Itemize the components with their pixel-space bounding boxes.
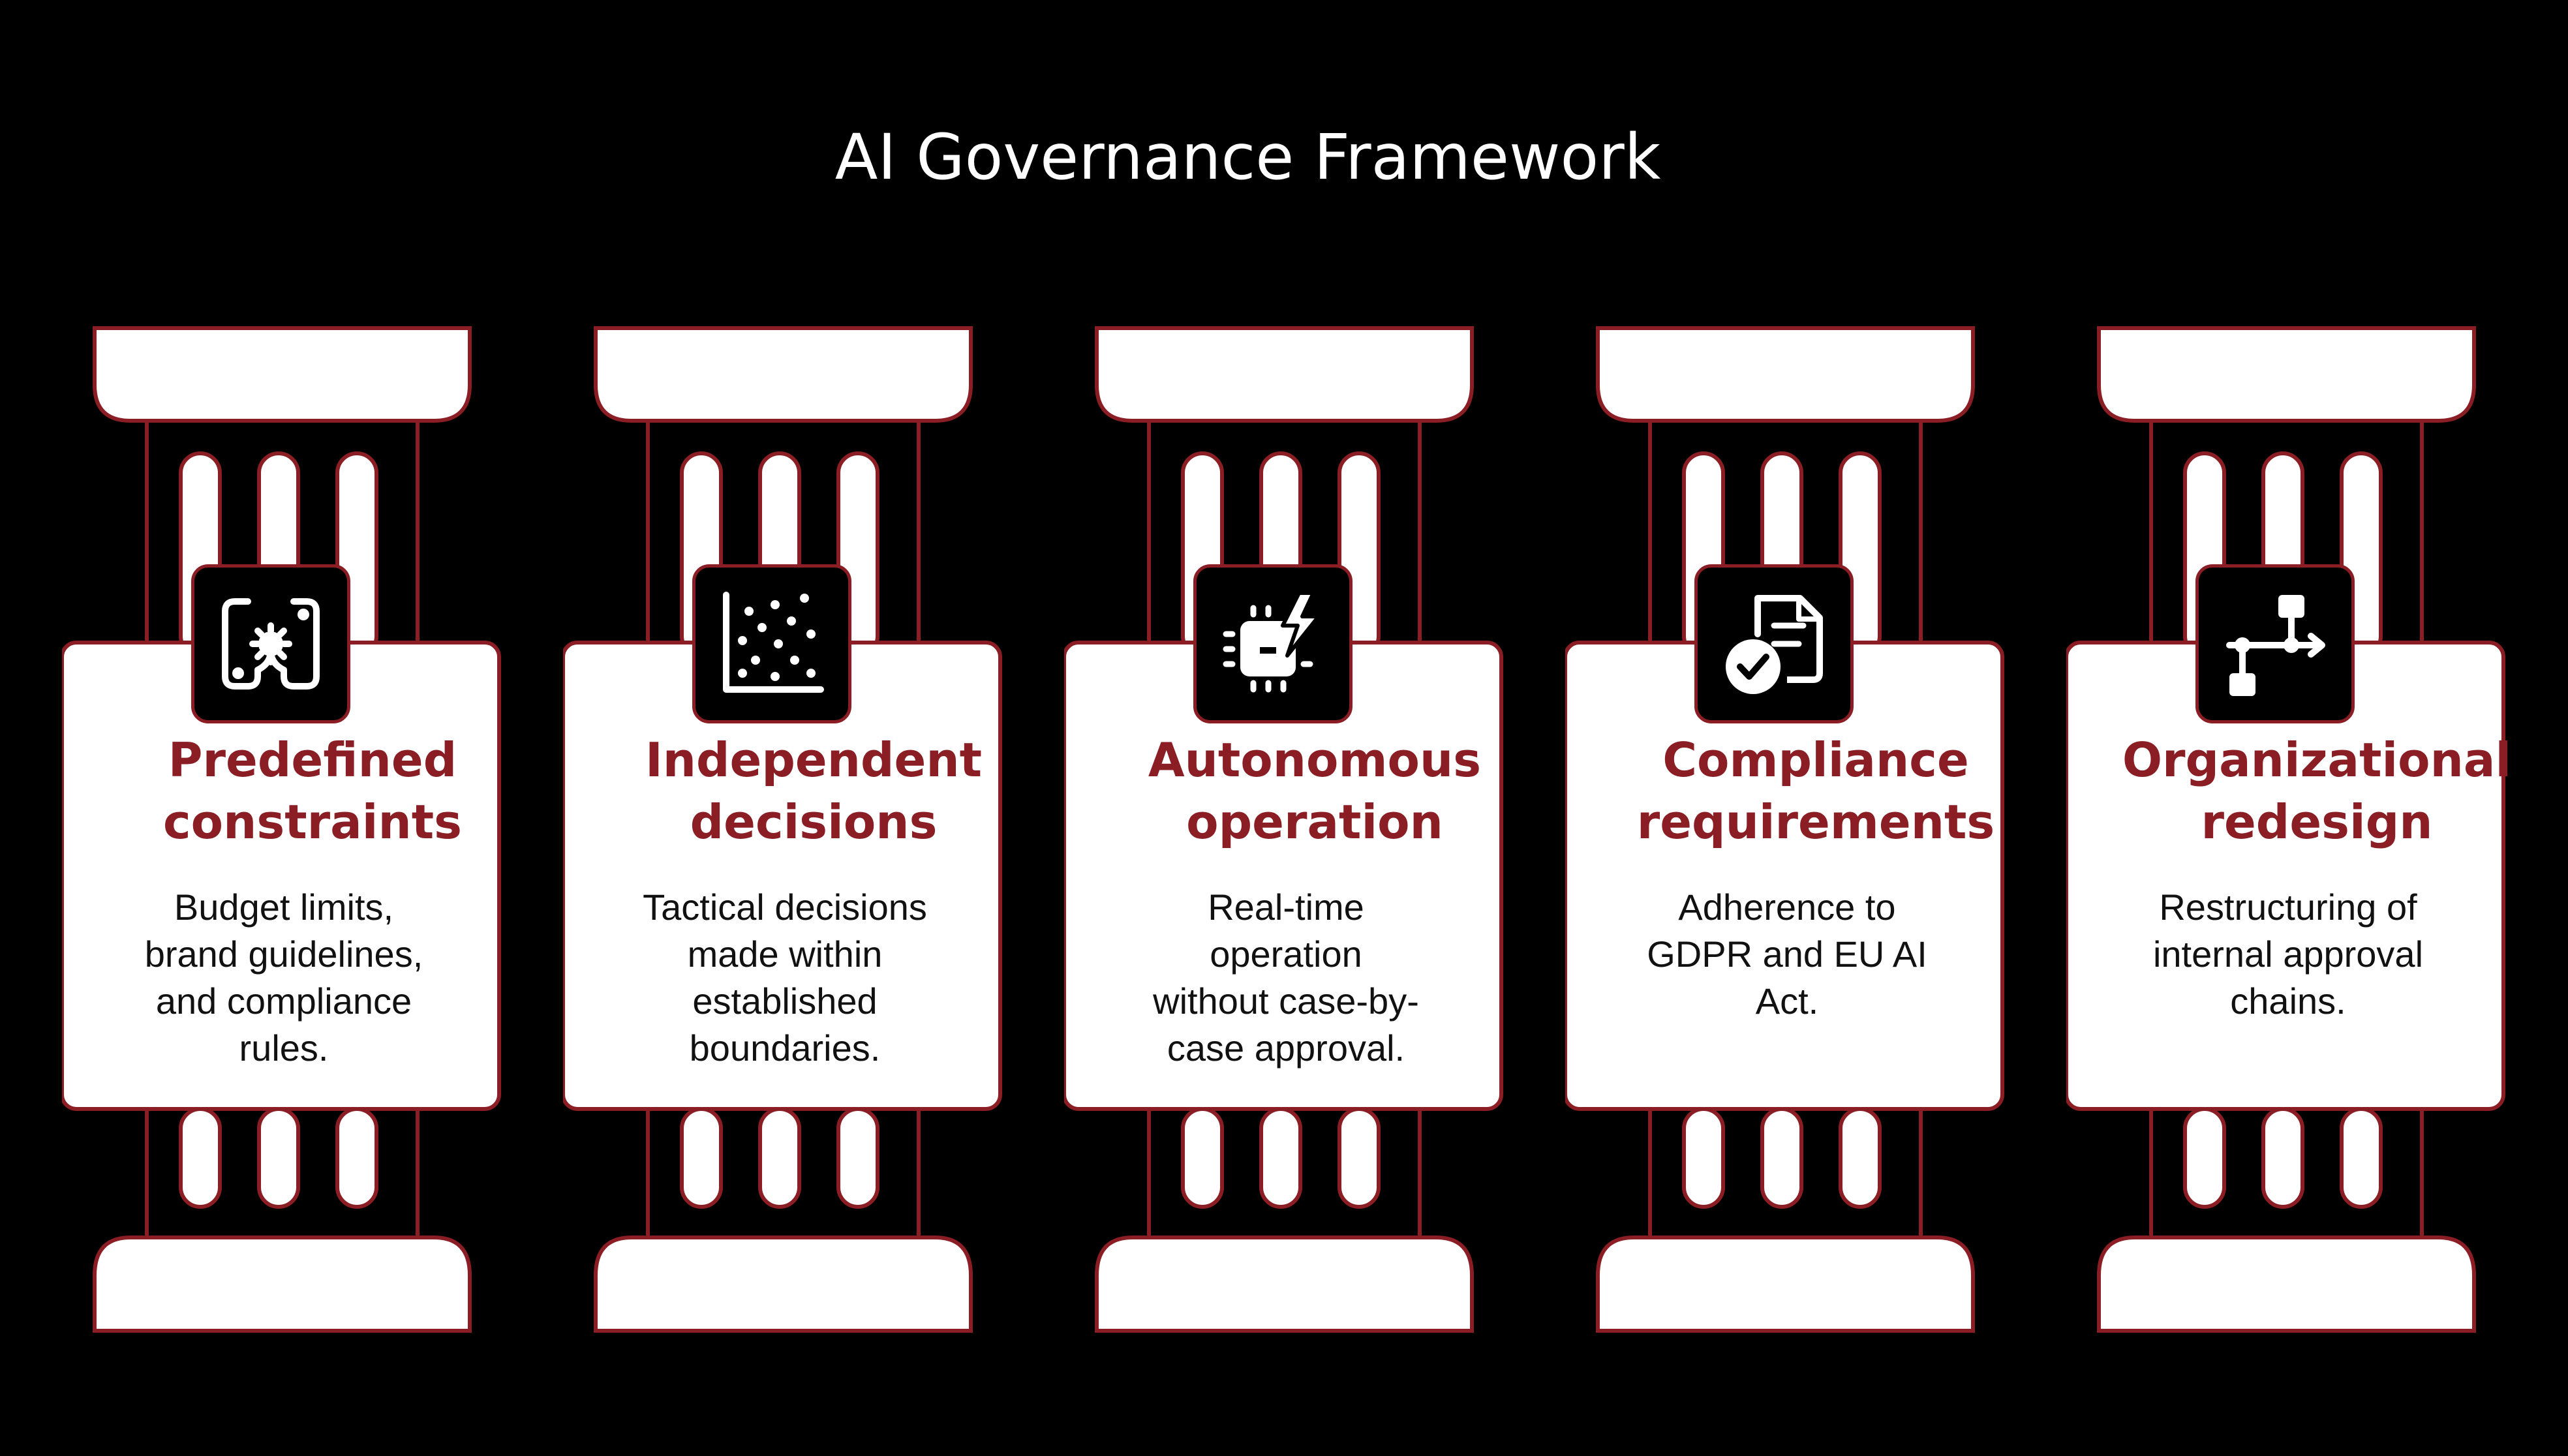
icon-tile (2195, 564, 2355, 723)
scatter-chart-icon (723, 592, 824, 693)
icon-tile (1193, 564, 1353, 723)
chip-lightning-icon (1223, 591, 1321, 693)
icon-tile (692, 564, 851, 723)
pillar-description: Real-time operation without case-by- cas… (1153, 887, 1419, 1069)
gear-in-brackets-icon (222, 598, 320, 690)
pillar-frame (2066, 326, 2505, 1333)
pillar-frame (563, 326, 1002, 1333)
pillar-description: Tactical decisions made within establish… (643, 887, 927, 1069)
pillar-description: Budget limits, brand guidelines, and com… (144, 887, 423, 1069)
document-check-icon (1726, 595, 1823, 694)
workflow-icon (2226, 595, 2325, 696)
pillar-description: Adherence to GDPR and EU AI Act. (1647, 887, 1927, 1022)
pillar-frame (1565, 326, 2004, 1333)
page-title: AI Governance Framework (834, 121, 1661, 194)
icon-tile (1694, 564, 1854, 723)
pillar-description: Restructuring of internal approval chain… (2152, 887, 2424, 1022)
pillar-frame (62, 326, 501, 1333)
icon-tile (191, 564, 350, 723)
pillar-frame (1064, 326, 1503, 1333)
